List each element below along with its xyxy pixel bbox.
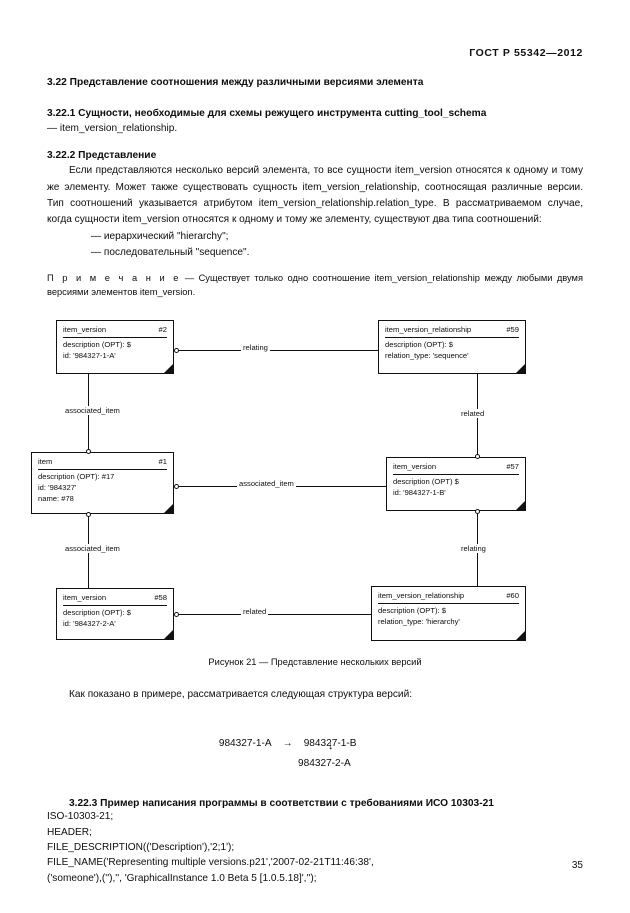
box-title: item #1 <box>38 457 167 471</box>
connector-related-bottom <box>179 614 371 616</box>
connector-endpoint-dot <box>174 483 179 489</box>
arrow-right-icon: → <box>282 738 293 750</box>
box-instance-ref: #58 <box>154 593 167 603</box>
box-title: item_version_relationship #60 <box>378 591 519 605</box>
box-entity-name: item_version <box>63 325 107 335</box>
box-attribute: relation_type: 'hierarchy' <box>378 616 460 626</box>
box-instance-ref: #2 <box>158 325 167 335</box>
version-from: 984327-1-A <box>218 738 272 750</box>
dog-ear-corner-icon <box>164 630 173 640</box>
diagram-box-item-1: item #1 description (OPT): #17 id: '9843… <box>31 452 174 515</box>
box-entity-name: item_version_relationship <box>385 325 472 335</box>
edge-label-associated-item-middle: associated_item <box>237 479 296 489</box>
box-title: item_version_relationship #59 <box>385 325 519 339</box>
box-attribute: name: #78 <box>38 493 74 503</box>
section-3-22-1-list-item: — item_version_relationship. <box>47 122 178 134</box>
box-attribute: id: '984327-1-A' <box>63 350 116 360</box>
version-child: 984327-2-A <box>298 758 351 770</box>
box-attribute: relation_type: 'sequence' <box>385 350 469 360</box>
connector-endpoint-dot <box>474 508 480 514</box>
box-entity-name: item_version <box>63 593 107 603</box>
code-line: FILE_DESCRIPTION(('Description'),'2;1'); <box>47 842 235 854</box>
box-entity-name: item_version <box>393 462 437 472</box>
box-entity-name: item <box>38 457 53 467</box>
connector-relating-top <box>179 350 378 352</box>
version-tree-row-top: 984327-1-A → 984327-1-B <box>202 720 357 767</box>
page-number: 35 <box>571 860 583 871</box>
box-attribute: description (OPT): $ <box>378 606 446 616</box>
connector-endpoint-dot <box>85 449 91 455</box>
box-attribute: description (OPT): $ <box>63 608 131 618</box>
figure-caption: Рисунок 21 — Представление нескольких ве… <box>208 657 422 668</box>
box-entity-name: item_version_relationship <box>378 591 465 601</box>
section-heading-3-22: 3.22 Представление соотношения между раз… <box>47 77 424 88</box>
code-line: ISO-10303-21; <box>47 811 114 823</box>
entity-instance-diagram: item_version #2 description (OPT): $ id:… <box>31 316 577 646</box>
version-to: 984327-1-B <box>303 738 357 750</box>
diagram-box-item-version-2: item_version #2 description (OPT): $ id:… <box>56 320 174 375</box>
box-instance-ref: #59 <box>506 325 519 335</box>
relation-type-bullet-sequence: — последовательный "sequence". <box>91 247 250 259</box>
dog-ear-corner-icon <box>516 364 525 374</box>
diagram-box-item-version-relationship-60: item_version_relationship #60 descriptio… <box>371 586 526 642</box>
code-line: FILE_NAME('Representing multiple version… <box>47 857 374 869</box>
edge-label-relating-top: relating <box>241 343 270 353</box>
connector-endpoint-dot <box>474 454 480 460</box>
box-instance-ref: #57 <box>506 462 519 472</box>
section-heading-3-22-1: 3.22.1 Сущности, необходимые для схемы р… <box>47 107 487 119</box>
version-structure-tree: 984327-1-A → 984327-1-B ↓ 984327-2-A <box>47 720 583 782</box>
connector-endpoint-dot <box>174 611 179 617</box>
dog-ear-corner-icon <box>164 364 173 374</box>
arrow-down-icon: ↓ <box>328 740 334 753</box>
box-instance-ref: #1 <box>158 457 167 467</box>
box-attribute: id: '984327-2-A' <box>63 618 116 628</box>
connector-endpoint-dot <box>85 512 91 518</box>
after-figure-lead-in: Как показано в примере, рассматривается … <box>69 689 413 701</box>
code-line: HEADER; <box>47 826 92 838</box>
code-line: ('someone'),(''),'', 'GraphicalInstance … <box>47 872 317 884</box>
diagram-box-item-version-58: item_version #58 description (OPT): $ id… <box>56 588 174 641</box>
box-attribute: description (OPT): $ <box>385 340 453 350</box>
note-paragraph: П р и м е ч а н и е — Существует только … <box>47 271 583 301</box>
box-title: item_version #2 <box>63 325 167 339</box>
diagram-box-item-version-57: item_version #57 description (OPT) $ id:… <box>386 457 526 512</box>
box-title: item_version #57 <box>393 462 519 476</box>
edge-label-related-right-top: related <box>459 409 487 419</box>
note-label: П р и м е ч а н и е <box>47 272 181 283</box>
document-header-standard-number: ГОСТ Р 55342—2012 <box>469 47 583 59</box>
edge-label-related-bottom: related <box>241 607 269 617</box>
dog-ear-corner-icon <box>516 501 525 511</box>
box-attribute: id: '984327-1-B' <box>393 487 446 497</box>
box-title: item_version #58 <box>63 593 167 607</box>
relation-type-bullet-hierarchy: — иерархический "hierarchy"; <box>91 230 229 242</box>
dog-ear-corner-icon <box>164 504 173 514</box>
edge-label-relating-right-bottom: relating <box>459 544 488 554</box>
connector-endpoint-dot <box>174 347 179 353</box>
dog-ear-corner-icon <box>516 631 525 641</box>
box-attribute: description (OPT) $ <box>393 477 459 487</box>
edge-label-associated-item-left-top: associated_item <box>63 406 122 416</box>
note-body: — Существует только одно соотношение ite… <box>47 272 583 298</box>
section-heading-3-22-2: 3.22.2 Представление <box>47 149 157 161</box>
diagram-box-item-version-relationship-59: item_version_relationship #59 descriptio… <box>378 320 526 375</box>
section-3-22-2-paragraph: Если представляются несколько версий эле… <box>47 165 583 226</box>
box-attribute: id: '984327' <box>38 482 77 492</box>
box-attribute: description (OPT): $ <box>63 340 131 350</box>
edge-label-associated-item-left-bottom: associated_item <box>63 544 122 554</box>
section-heading-3-22-3: 3.22.3 Пример написания программы в соот… <box>69 798 494 810</box>
box-attribute: description (OPT): #17 <box>38 472 115 482</box>
box-instance-ref: #60 <box>506 591 519 601</box>
